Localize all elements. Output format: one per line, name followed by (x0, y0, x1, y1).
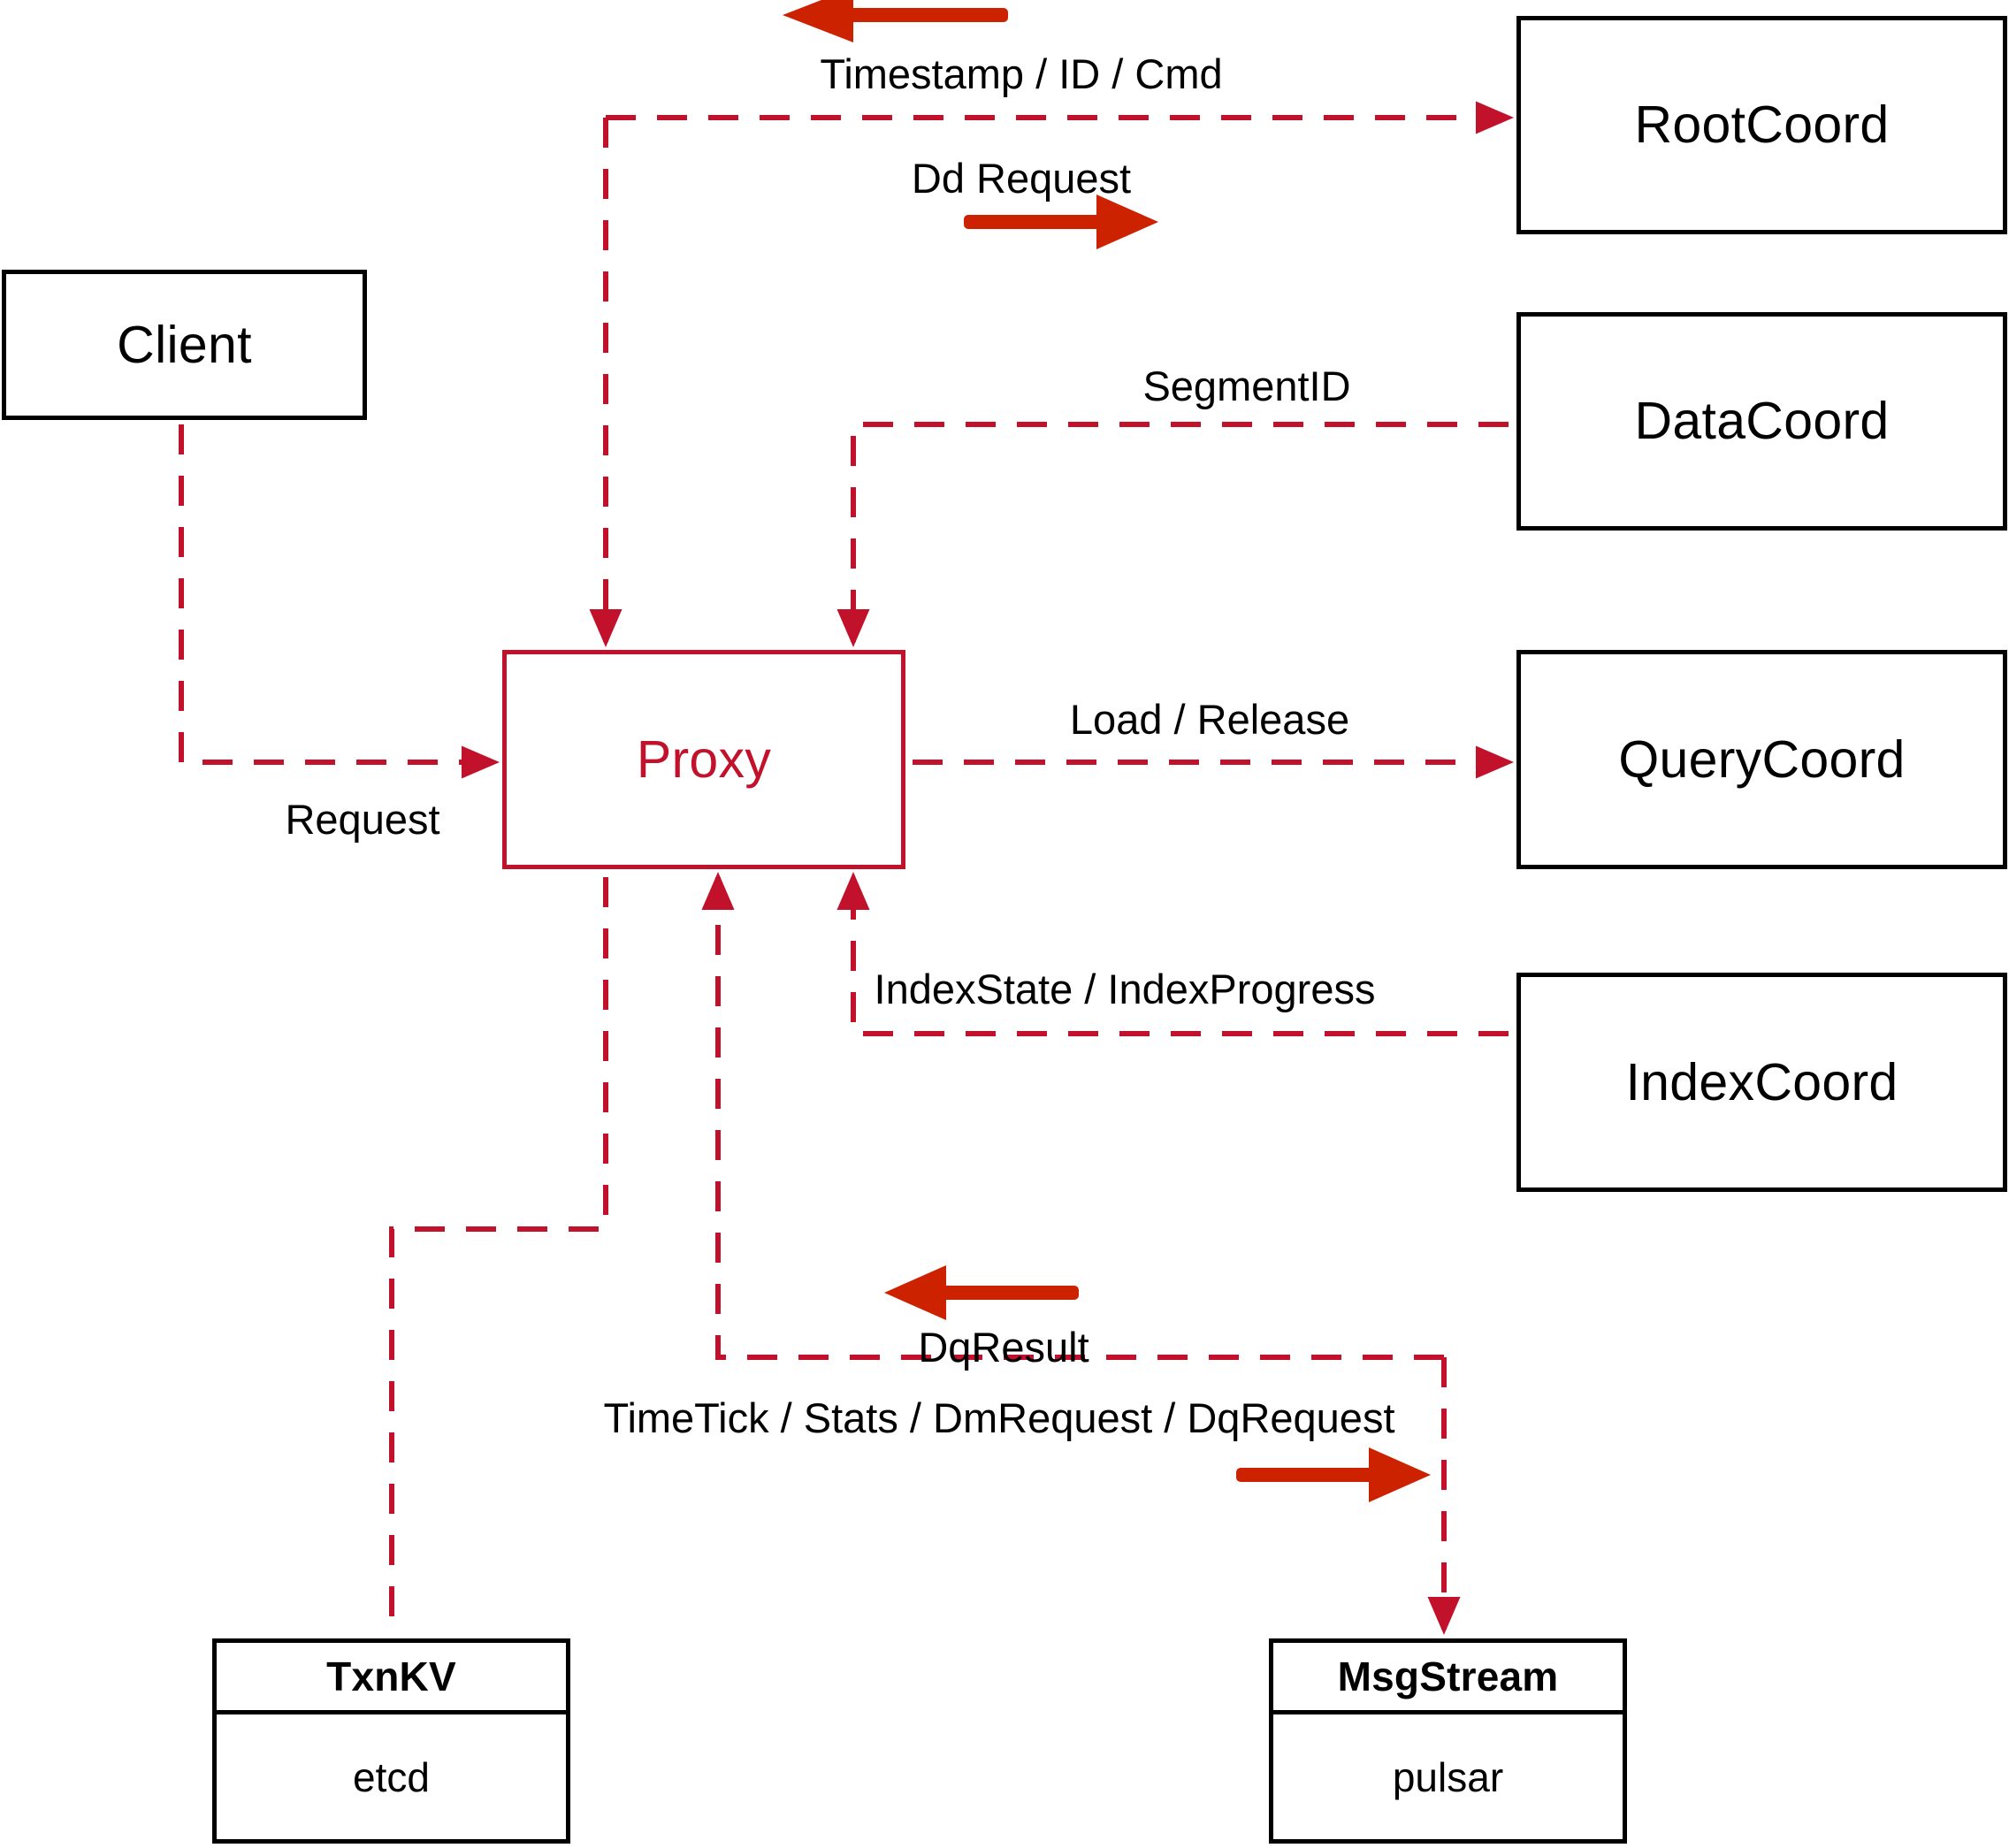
node-txnkv-body: etcd (353, 1753, 430, 1800)
node-proxy-label: Proxy (636, 729, 772, 789)
edge-label-request: Request (285, 796, 440, 843)
node-querycoord-label: QueryCoord (1618, 729, 1906, 789)
wire-client-to-proxy (179, 424, 500, 779)
edge-label-segmentid: SegmentID (1142, 363, 1351, 409)
node-indexcoord[interactable]: IndexCoord (1516, 973, 2007, 1192)
node-msgstream-header: MsgStream (1273, 1643, 1623, 1714)
node-proxy[interactable]: Proxy (502, 650, 905, 869)
edge-label-timetick-stats: TimeTick / Stats / DmRequest / DqRequest (603, 1394, 1395, 1441)
direction-arrow-dd-request-right (964, 195, 1158, 249)
node-datacoord[interactable]: DataCoord (1516, 312, 2007, 531)
node-querycoord[interactable]: QueryCoord (1516, 650, 2007, 869)
edge-label-index-state-progress: IndexState / IndexProgress (874, 966, 1376, 1012)
direction-arrow-dqrequest-right (1236, 1447, 1431, 1502)
node-indexcoord-label: IndexCoord (1625, 1052, 1898, 1111)
edge-label-dq-result: DqResult (918, 1324, 1089, 1371)
node-txnkv-header: TxnKV (217, 1643, 566, 1714)
wire-datacoord-to-proxy (836, 422, 1509, 648)
node-client[interactable]: Client (2, 270, 367, 420)
node-client-label: Client (117, 315, 252, 374)
direction-arrow-timestamp-left (783, 0, 1008, 42)
wire-msgstream-to-proxy (701, 871, 1444, 1360)
direction-arrow-dqresult-left (884, 1265, 1079, 1320)
node-msgstream-body: pulsar (1392, 1753, 1504, 1800)
edge-label-load-release: Load / Release (1069, 696, 1350, 743)
node-datacoord-label: DataCoord (1634, 392, 1890, 450)
node-msgstream[interactable]: MsgStream pulsar (1269, 1638, 1627, 1844)
edge-label-timestamp-id-cmd: Timestamp / ID / Cmd (820, 50, 1223, 97)
edge-label-dd-request: Dd Request (911, 155, 1132, 202)
node-rootcoord[interactable]: RootCoord (1516, 16, 2007, 234)
node-rootcoord-label: RootCoord (1634, 95, 1890, 154)
node-txnkv[interactable]: TxnKV etcd (212, 1638, 570, 1844)
wire-proxy-to-txnkv (389, 877, 608, 1634)
